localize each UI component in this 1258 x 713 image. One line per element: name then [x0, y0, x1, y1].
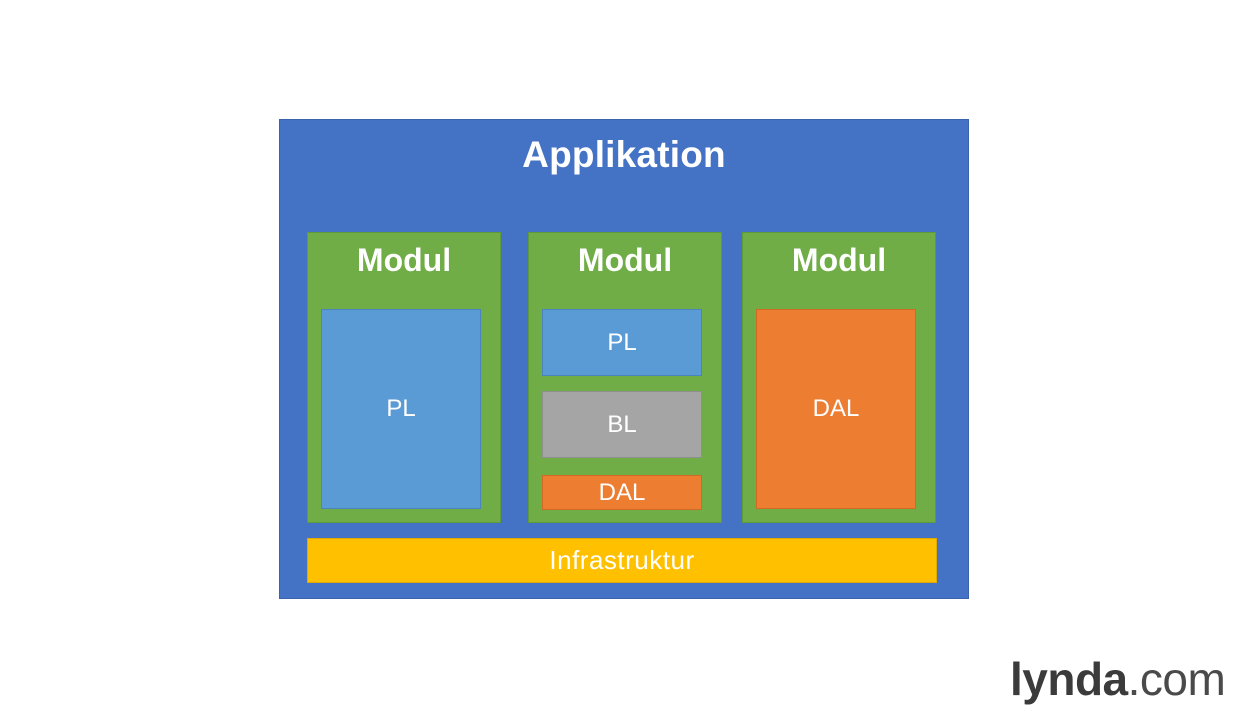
data-access-layer: DAL [756, 309, 916, 509]
business-layer: BL [542, 391, 702, 458]
module-title: Modul [356, 242, 452, 278]
infrastructure-bar: Infrastruktur [307, 538, 937, 583]
logo-brand: lynda [1010, 653, 1128, 705]
logo-tld: .com [1127, 653, 1226, 705]
presentation-layer: PL [321, 309, 481, 509]
application-title: Applikation [522, 134, 726, 175]
module-2: Modul PL BL DAL [528, 232, 722, 523]
presentation-layer: PL [542, 309, 702, 376]
data-access-layer: DAL [542, 475, 702, 510]
module-title: Modul [791, 242, 887, 278]
module-3: Modul DAL [742, 232, 936, 523]
application-box: Applikation Modul PL Modul PL BL DAL Mod… [279, 119, 969, 599]
module-1: Modul PL [307, 232, 501, 523]
lynda-logo: lynda.com [1010, 652, 1226, 705]
module-title: Modul [577, 242, 673, 278]
